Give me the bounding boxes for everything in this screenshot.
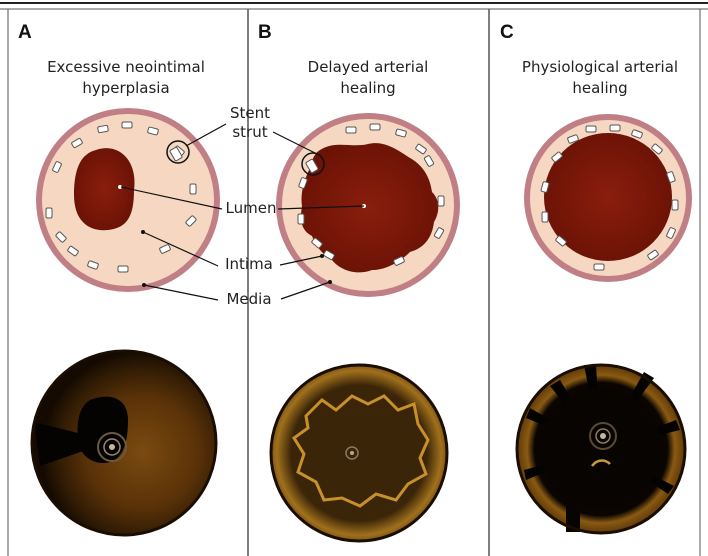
label-lumen: Lumen bbox=[222, 199, 280, 218]
panel-title-a: Excessive neointimal hyperplasia bbox=[8, 57, 244, 99]
lumen-area bbox=[74, 148, 135, 230]
oct-image-a bbox=[32, 351, 216, 535]
label-media: Media bbox=[218, 290, 280, 309]
label-stent-strut: Stent strut bbox=[224, 104, 276, 142]
artery-diagram-delayed-healing bbox=[276, 113, 460, 297]
panel-letter-b: B bbox=[258, 22, 272, 44]
panel-title-b: Delayed arterial healing bbox=[250, 57, 486, 99]
label-intima: Intima bbox=[218, 255, 280, 274]
artery-diagram-excessive-hyperplasia bbox=[36, 108, 220, 292]
panel-letter-a: A bbox=[18, 22, 32, 44]
panel-letter-c: C bbox=[500, 22, 514, 44]
artery-diagram-physiological-healing bbox=[524, 114, 692, 282]
panel-title-c: Physiological arterial healing bbox=[482, 57, 708, 99]
oct-image-c bbox=[517, 365, 685, 533]
oct-image-b bbox=[271, 365, 447, 541]
